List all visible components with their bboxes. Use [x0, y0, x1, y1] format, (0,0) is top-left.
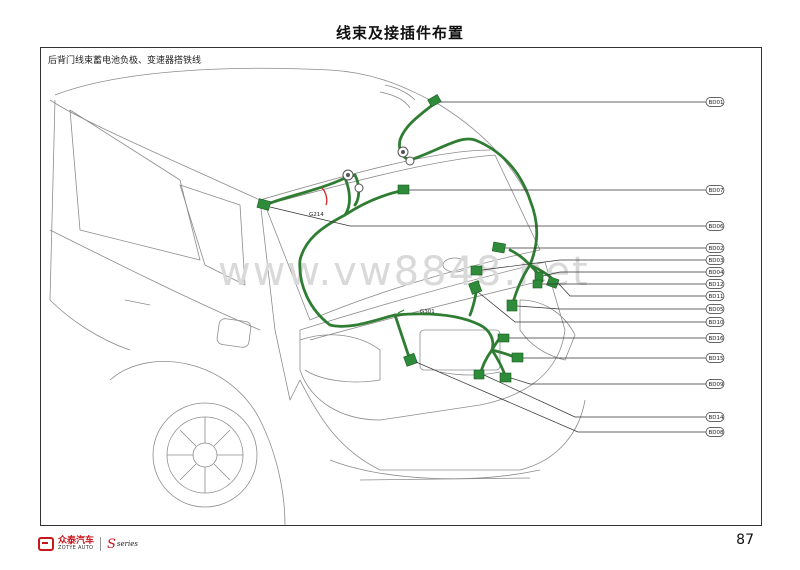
tag-bd03: BD03 [705, 255, 725, 265]
connector-bd16 [497, 333, 510, 343]
connector-bd15 [511, 352, 524, 363]
svg-text:BD15: BD15 [709, 356, 725, 362]
tag-bd12: BD12 [705, 279, 725, 289]
connector-bd02 [491, 241, 506, 254]
zotye-logo-icon [38, 537, 54, 551]
svg-text:BD16: BD16 [709, 336, 725, 342]
connector-bd14 [473, 369, 485, 380]
svg-text:BD03: BD03 [709, 258, 725, 264]
tag-bd16: BD16 [705, 333, 725, 343]
svg-text:BD14: BD14 [709, 415, 725, 421]
connector-bd06 [256, 198, 272, 211]
connector-bd03 [470, 265, 483, 276]
brand-name-cn: 众泰汽车 [58, 536, 95, 546]
series-word: series [116, 540, 138, 548]
leader-lines [269, 101, 706, 433]
connector-bd07 [397, 184, 410, 195]
connector-bd09 [499, 372, 512, 383]
ground-point-g214 [342, 146, 415, 193]
connector-tags: BD01 BD07 BD06 BD02 BD03 BD04 BD12 BD11 [705, 97, 725, 437]
page-title: 线束及接插件布置 [335, 24, 464, 42]
ground-label-g301: G301 [420, 309, 435, 315]
brand-name-en: ZOTYE AUTO [58, 545, 94, 551]
tag-bd05: BD05 [705, 304, 725, 314]
tag-bd02: BD02 [705, 243, 725, 253]
ground-label-g214: G214 [309, 212, 324, 218]
svg-text:BD08: BD08 [709, 430, 725, 436]
brand-logo: 众泰汽车 ZOTYE AUTO S series [38, 536, 138, 552]
tag-bd06: BD06 [705, 221, 725, 231]
svg-text:BD12: BD12 [709, 282, 724, 288]
page-number: 87 [736, 532, 754, 548]
tag-bd01: BD01 [705, 97, 725, 107]
ground-wire-g301 [397, 309, 405, 314]
ground-wire-g214 [321, 187, 328, 206]
tag-bd11: BD11 [705, 291, 725, 301]
svg-text:BD07: BD07 [709, 188, 725, 194]
vehicle-outline [49, 67, 586, 526]
tag-bd09: BD09 [705, 379, 725, 389]
svg-text:BD02: BD02 [709, 246, 724, 252]
svg-text:BD09: BD09 [709, 382, 725, 388]
tag-bd07: BD07 [705, 185, 725, 195]
tag-bd14: BD14 [705, 412, 725, 422]
logo-divider [100, 537, 102, 551]
connector-blocks [256, 94, 560, 383]
tag-bd08: BD08 [705, 427, 725, 437]
connector-bd01 [427, 94, 442, 108]
svg-text:BD10: BD10 [709, 320, 725, 326]
svg-text:BD04: BD04 [709, 270, 725, 276]
wiring-harness [263, 101, 557, 380]
svg-text:BD05: BD05 [709, 307, 725, 313]
svg-text:BD11: BD11 [709, 294, 724, 300]
connector-bd08 [403, 352, 418, 367]
tag-bd04: BD04 [705, 267, 725, 277]
connector-bd10 [468, 280, 483, 295]
tag-bd15: BD15 [705, 353, 725, 363]
connector-bd12 [532, 279, 543, 289]
tag-bd10: BD10 [705, 317, 725, 327]
connector-bd05 [506, 299, 518, 312]
svg-text:BD01: BD01 [709, 100, 724, 106]
diagram-subtitle: 后背门线束蓄电池负极、变速器搭铁线 [48, 56, 202, 66]
svg-text:BD06: BD06 [709, 224, 725, 230]
series-mark: S [107, 536, 116, 552]
diagram-frame [40, 47, 762, 526]
